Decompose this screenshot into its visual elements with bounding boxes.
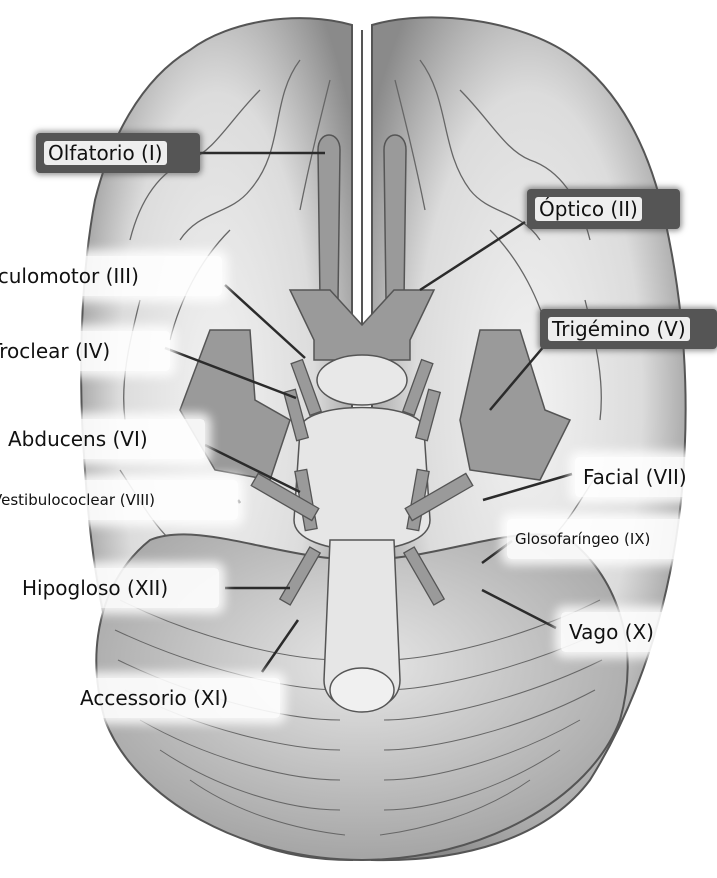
label-abducens: Abducens (VI) <box>0 419 205 459</box>
label-vago: Vago (X) <box>561 612 686 652</box>
leader-vestibulococlear <box>238 500 240 503</box>
spinal-cord-section <box>330 668 394 712</box>
label-hipogloso: Hipogloso (XII) <box>14 568 219 608</box>
label-facial: Facial (VII) <box>575 457 717 497</box>
label-trigemino: Trigémino (V) <box>540 309 717 349</box>
label-troclear: Troclear (IV) <box>0 331 170 371</box>
olfactory-bulb-right <box>384 135 406 300</box>
pituitary <box>317 355 407 405</box>
label-optico-text: Óptico (II) <box>535 197 642 221</box>
label-accessorio: Accessorio (XI) <box>72 678 280 718</box>
olfactory-bulb-left <box>318 135 340 300</box>
label-oculomotor: Oculomotor (III) <box>0 256 222 296</box>
label-optico: Óptico (II) <box>527 189 680 229</box>
label-olfatorio: Olfatorio (I) <box>36 133 200 173</box>
label-vestibulococlear: Vestibulococlear (VIII) <box>0 480 238 520</box>
label-olfatorio-text: Olfatorio (I) <box>44 141 167 165</box>
label-trigemino-text: Trigémino (V) <box>548 317 690 341</box>
label-glosofaringeo: Glosofaríngeo (IX) <box>507 519 712 559</box>
